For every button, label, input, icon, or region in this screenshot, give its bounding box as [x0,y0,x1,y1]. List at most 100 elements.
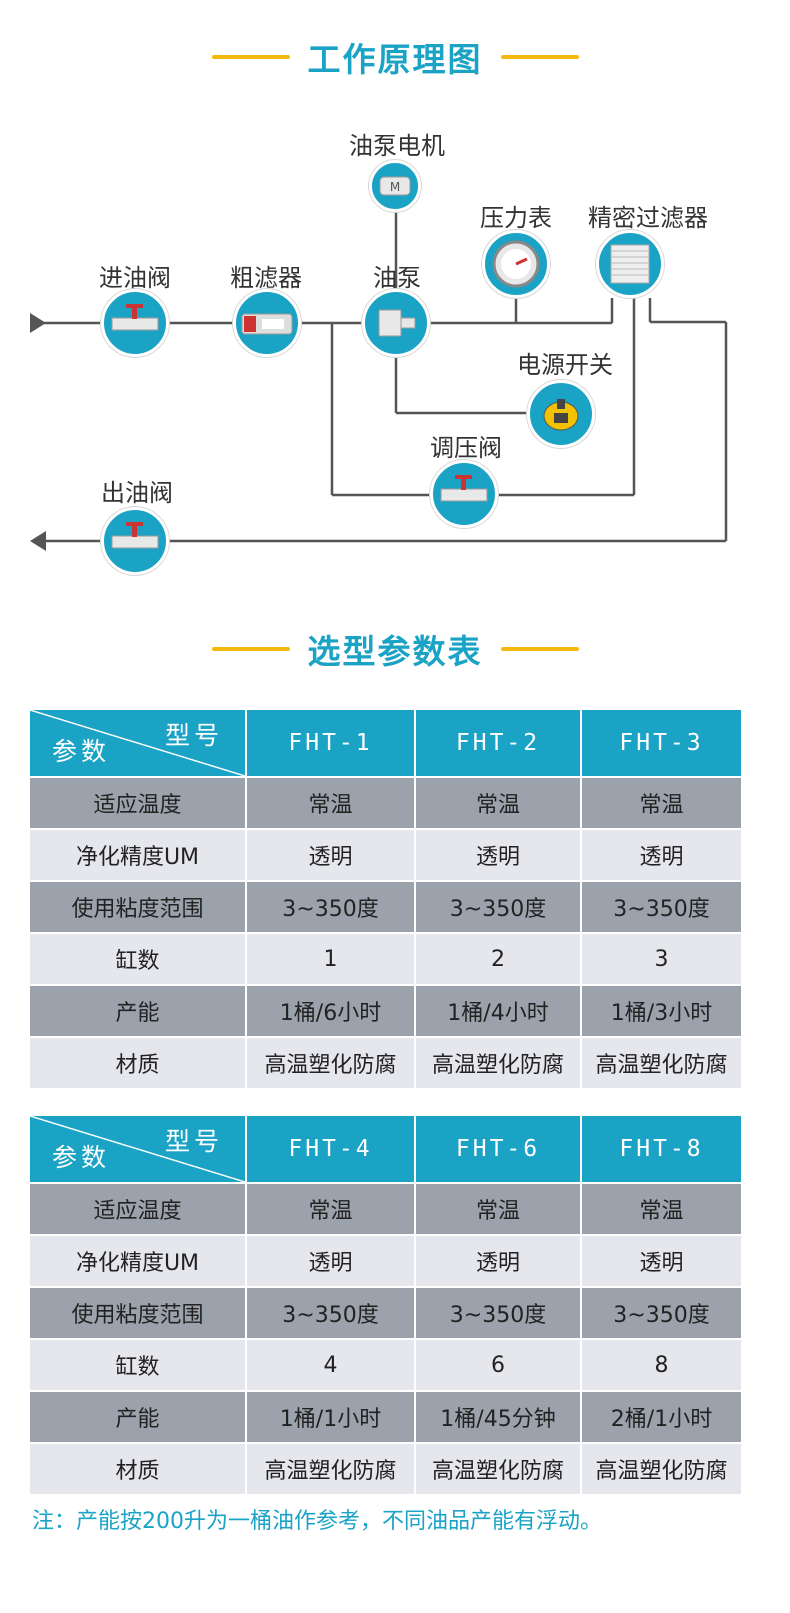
table-row: 使用粘度范围 3~350度 3~350度 3~350度 [28,880,743,934]
table-cell: 3 [580,932,743,986]
table-row: 缸数 1 2 3 [28,932,743,986]
coarse-filter-node [233,289,301,357]
table-cell: 常温 [245,1182,416,1236]
corner-label-model: 型号 [164,1127,223,1156]
outlet-arrow-icon [30,531,46,551]
table-row: 净化精度UM 透明 透明 透明 [28,1234,743,1288]
table-row: 产能 1桶/6小时 1桶/4小时 1桶/3小时 [28,984,743,1038]
spec-table-1: 型号 参数 FHT-1 FHT-2 FHT-3 适应温度 常温 常温 常温 净化… [28,708,743,1090]
row-label: 净化精度UM [28,1234,247,1288]
gauge-icon [492,240,540,288]
model-header: FHT-1 [245,708,416,778]
title-bar-right [500,55,579,59]
table-cell: 透明 [580,828,743,882]
table-cell: 常温 [580,776,743,830]
regulator-valve-label: 调压阀 [430,434,502,462]
corner-label-param: 参数 [52,1143,111,1172]
row-label: 产能 [28,1390,247,1444]
table-cell: 高温塑化防腐 [580,1036,743,1090]
table-cell: 3~350度 [580,1286,743,1340]
row-label: 适应温度 [28,776,247,830]
table-cell: 透明 [414,828,582,882]
table-cell: 高温塑化防腐 [580,1442,743,1496]
row-label: 缸数 [28,1338,247,1392]
model-header: FHT-2 [414,708,582,778]
table-row: 适应温度 常温 常温 常温 [28,776,743,830]
pressure-gauge-node [482,230,550,298]
coarse-filter-label: 粗滤器 [230,264,302,292]
row-label: 材质 [28,1442,247,1496]
table-cell: 3~350度 [245,1286,416,1340]
table-cell: 高温塑化防腐 [245,1036,416,1090]
table-corner-header: 型号 参数 [28,708,247,778]
diagonal-line [30,1116,245,1182]
pump-label: 油泵 [373,264,421,292]
table-row: 适应温度 常温 常温 常温 [28,1182,743,1236]
table-cell: 6 [414,1338,582,1392]
corner-label-model: 型号 [164,721,223,750]
title-bar-left [211,55,290,59]
table-cell: 3~350度 [414,1286,582,1340]
title-bar-right [500,647,579,651]
section-title-text: 工作原理图 [307,40,483,79]
outlet-valve-node [101,507,169,575]
outlet-valve-label: 出油阀 [101,479,173,507]
table-cell: 高温塑化防腐 [245,1442,416,1496]
pressure-gauge-label: 压力表 [480,204,552,232]
table-cell: 透明 [580,1234,743,1288]
model-header: FHT-3 [580,708,743,778]
table-cell: 1 [245,932,416,986]
regulator-valve-node [430,460,498,528]
pump-motor-label: 油泵电机 [349,132,445,160]
motor-icon: M [379,176,411,196]
table-cell: 3~350度 [414,880,582,934]
model-header: FHT-6 [414,1114,582,1184]
table-cell: 常温 [245,776,416,830]
pump-motor-node: M [369,160,421,212]
table-row: 材质 高温塑化防腐 高温塑化防腐 高温塑化防腐 [28,1442,743,1496]
table-cell: 1桶/4小时 [414,984,582,1038]
table-cell: 高温塑化防腐 [414,1442,582,1496]
power-switch-icon [543,399,579,431]
section-title-spec: 选型参数表 [0,624,790,674]
corner-label-param: 参数 [52,737,111,766]
row-label: 缸数 [28,932,247,986]
table-cell: 1桶/45分钟 [414,1390,582,1444]
table-cell: 常温 [414,776,582,830]
model-header: FHT-4 [245,1114,416,1184]
model-header: FHT-8 [580,1114,743,1184]
valve-icon [440,475,488,502]
fine-filter-node [596,230,664,298]
motor-letter: M [390,180,400,194]
table-cell: 4 [245,1338,416,1392]
diagonal-line [30,710,245,776]
row-label: 材质 [28,1036,247,1090]
inlet-arrow-icon [30,313,46,333]
working-principle-diagram: 进油阀 粗滤器 M 油泵电机 油泵 压力表 精密过滤器 电源开关 调压阀 出油阀 [0,110,790,600]
row-label: 适应温度 [28,1182,247,1236]
row-label: 净化精度UM [28,828,247,882]
row-label: 使用粘度范围 [28,880,247,934]
table-cell: 1桶/6小时 [245,984,416,1038]
fine-filter-label: 精密过滤器 [588,204,708,232]
title-bar-left [211,647,290,651]
table-cell: 3~350度 [580,880,743,934]
table-cell: 常温 [414,1182,582,1236]
table-cell: 2桶/1小时 [580,1390,743,1444]
table-cell: 1桶/1小时 [245,1390,416,1444]
fine-filter-icon [610,244,650,284]
table-row: 材质 高温塑化防腐 高温塑化防腐 高温塑化防腐 [28,1036,743,1090]
table-row: 缸数 4 6 8 [28,1338,743,1392]
table-cell: 3~350度 [245,880,416,934]
table-row: 使用粘度范围 3~350度 3~350度 3~350度 [28,1286,743,1340]
valve-icon [111,304,159,331]
footnote: 注：产能按200升为一桶油作参考，不同油品产能有浮动。 [32,1509,602,1534]
row-label: 使用粘度范围 [28,1286,247,1340]
spec-table-2: 型号 参数 FHT-4 FHT-6 FHT-8 适应温度 常温 常温 常温 净化… [28,1114,743,1496]
section-title-principle: 工作原理图 [0,32,790,82]
row-label: 产能 [28,984,247,1038]
table-cell: 2 [414,932,582,986]
table-cell: 1桶/3小时 [580,984,743,1038]
power-switch-node [527,380,595,448]
table-corner-header: 型号 参数 [28,1114,247,1184]
